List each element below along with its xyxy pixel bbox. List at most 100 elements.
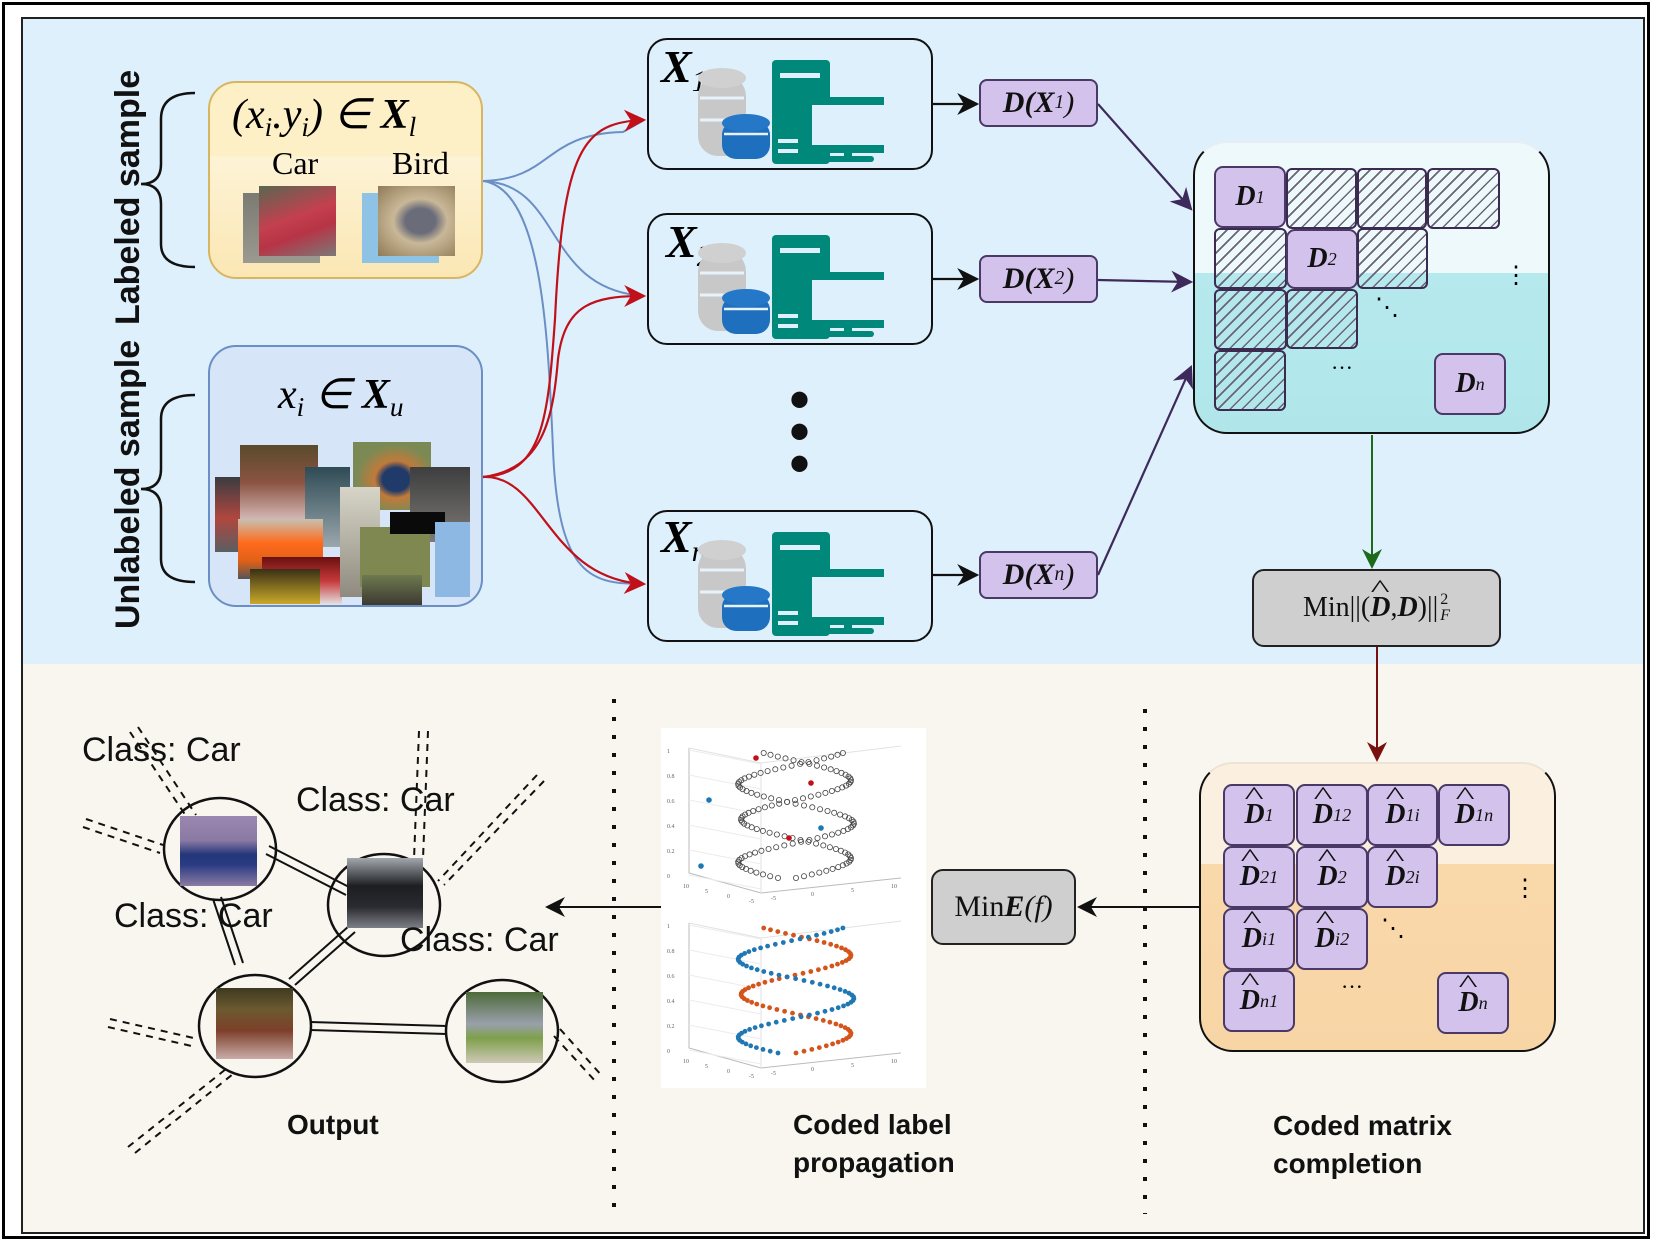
data-point [748, 1043, 754, 1049]
graph-node-image [216, 988, 293, 1059]
computer-icon [772, 235, 884, 339]
data-point [782, 1008, 787, 1014]
graph-node-image [180, 816, 257, 886]
data-point [809, 979, 815, 985]
data-point [742, 811, 749, 818]
graph-dashed-edges [82, 726, 604, 1154]
data-point [838, 1023, 844, 1029]
labeled-point [818, 825, 824, 831]
data-point [752, 1025, 758, 1030]
car-thumbnail [259, 186, 336, 256]
data-point [760, 1047, 766, 1052]
data-point [801, 978, 807, 983]
data-point [797, 760, 804, 767]
data-point [834, 751, 841, 758]
data-point [840, 1037, 846, 1043]
data-point [842, 1025, 848, 1030]
data-point [767, 1005, 772, 1011]
unlabeled-set-formula: xi ∈ Xu [278, 372, 404, 423]
data-point [751, 771, 758, 778]
data-point [745, 773, 752, 780]
plot-grid [688, 824, 762, 840]
data-point [827, 766, 834, 773]
data-point [799, 795, 806, 802]
data-point [837, 811, 844, 818]
data-point [828, 788, 835, 795]
data-point [761, 925, 767, 931]
data-point [753, 826, 760, 833]
data-point [829, 1007, 835, 1012]
x-tick-label: -5 [749, 1074, 754, 1080]
data-point [825, 983, 830, 989]
data-point [828, 831, 835, 838]
data-point [749, 999, 755, 1005]
vertical-ellipsis: ⋮ [1513, 876, 1537, 902]
data-point [801, 1048, 807, 1054]
data-point [829, 963, 835, 969]
data-point [788, 762, 795, 769]
data-point [847, 775, 854, 782]
data-point [742, 1028, 748, 1034]
data-point [790, 757, 797, 764]
data-point [839, 784, 846, 791]
data-point [793, 976, 798, 982]
data-point [835, 927, 840, 933]
plot-grid [688, 774, 762, 790]
data-point [735, 860, 742, 867]
data-point [826, 844, 833, 851]
data-point [748, 789, 755, 796]
data-point [831, 985, 837, 991]
data-point [738, 855, 745, 862]
database-computer-icon [698, 60, 884, 164]
hat-cell: Di2 [1296, 908, 1368, 970]
data-point [761, 804, 768, 811]
data-point [813, 1016, 819, 1021]
data-point [772, 941, 778, 947]
data-point [839, 749, 846, 756]
data-point [835, 1039, 841, 1045]
data-point [806, 837, 813, 844]
data-point [781, 842, 788, 849]
z-tick-label: 1 [667, 924, 670, 930]
data-point [806, 934, 811, 940]
data-point [805, 759, 812, 766]
data-point [772, 766, 779, 773]
data-point [792, 874, 799, 881]
plot-grid [688, 924, 762, 940]
data-point [821, 833, 828, 840]
y-tick-label: 10 [891, 1059, 897, 1065]
x-tick-label: 10 [683, 1059, 689, 1065]
data-point [827, 1019, 833, 1025]
data-point [815, 1010, 820, 1016]
y-tick-label: 10 [891, 884, 897, 890]
data-point [828, 941, 834, 947]
z-tick-label: 0.4 [667, 999, 675, 1005]
data-point [768, 970, 774, 976]
data-point [823, 965, 828, 971]
y-tick-label: 5 [851, 888, 854, 894]
data-point [755, 806, 762, 813]
data-point [773, 844, 780, 851]
data-point [769, 978, 775, 983]
database-computer-icon [698, 235, 884, 339]
data-point [843, 947, 848, 953]
data-point [800, 970, 806, 976]
data-point [845, 851, 852, 858]
z-tick-label: 0.2 [667, 849, 675, 855]
data-point [809, 804, 816, 811]
plot-grid [688, 1049, 762, 1065]
z-tick-label: 0 [667, 874, 670, 880]
data-point [754, 1001, 760, 1007]
class-label: Class: Car [296, 781, 455, 819]
y-tick-label: -5 [771, 896, 776, 902]
data-point [754, 967, 760, 973]
